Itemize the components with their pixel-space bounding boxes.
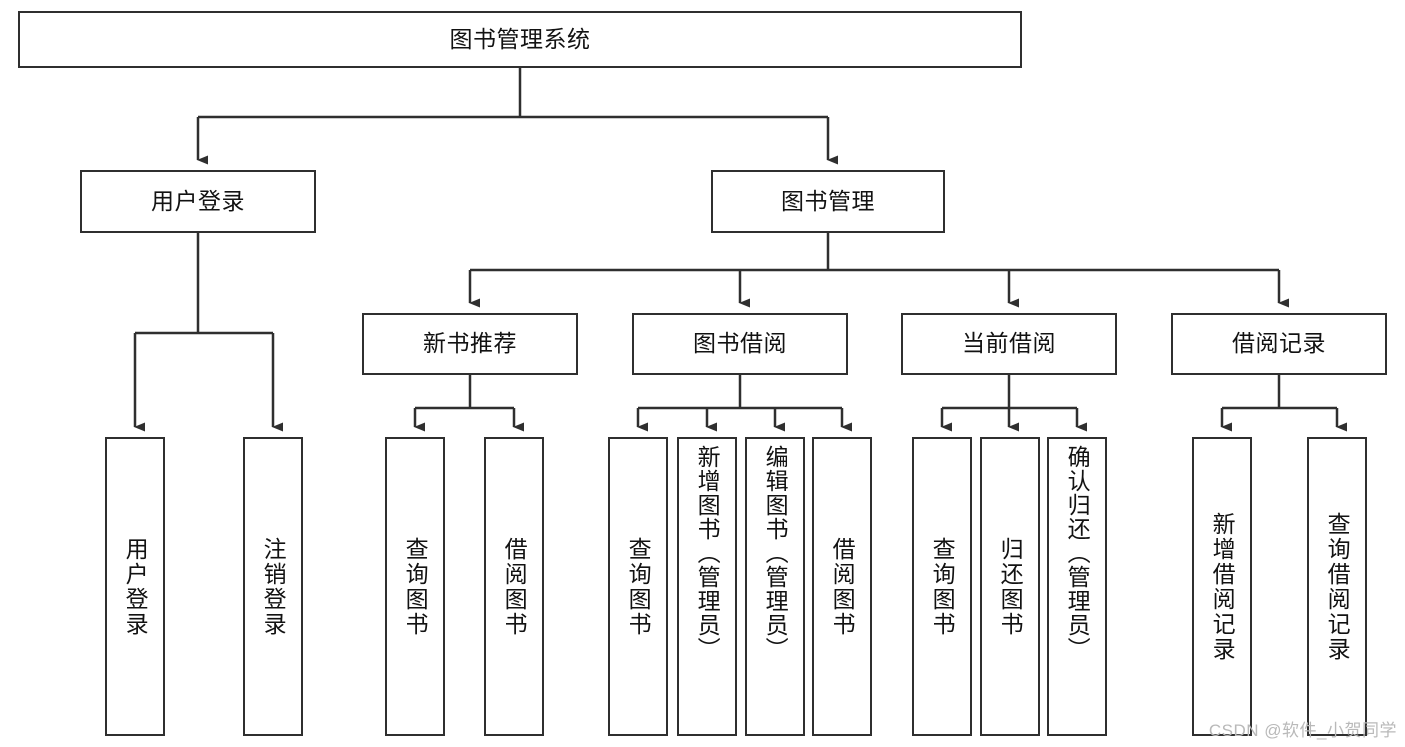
node-new-book-recommend-label: 新书推荐 xyxy=(423,330,517,357)
leaf-user-login[interactable]: 用户登录 xyxy=(105,437,165,736)
leaf-borrow-book-1[interactable]: 借阅图书 xyxy=(484,437,544,736)
node-borrow-record[interactable]: 借阅记录 xyxy=(1171,313,1387,375)
leaf-logout-login-label: 注销登录 xyxy=(260,536,287,637)
leaf-query-book-3[interactable]: 查询图书 xyxy=(912,437,972,736)
leaf-query-book-1[interactable]: 查询图书 xyxy=(385,437,445,736)
leaf-query-record[interactable]: 查询借阅记录 xyxy=(1307,437,1367,736)
leaf-return-book[interactable]: 归还图书 xyxy=(980,437,1040,736)
leaf-query-book-1-label: 查询图书 xyxy=(402,536,429,637)
leaf-borrow-book-1-label: 借阅图书 xyxy=(501,536,528,637)
node-book-manage-label: 图书管理 xyxy=(781,187,875,214)
leaf-add-record-label: 新增借阅记录 xyxy=(1209,511,1236,662)
leaf-edit-book-label: 编辑图书（管理员） xyxy=(762,445,789,661)
leaf-add-book-label: 新增图书（管理员） xyxy=(694,445,721,661)
node-new-book-recommend[interactable]: 新书推荐 xyxy=(362,313,578,375)
leaf-add-record[interactable]: 新增借阅记录 xyxy=(1192,437,1252,736)
leaf-query-book-2[interactable]: 查询图书 xyxy=(608,437,668,736)
node-book-manage[interactable]: 图书管理 xyxy=(711,170,945,233)
leaf-add-book[interactable]: 新增图书（管理员） xyxy=(677,437,737,736)
node-book-borrow[interactable]: 图书借阅 xyxy=(632,313,848,375)
leaf-confirm-return[interactable]: 确认归还（管理员） xyxy=(1047,437,1107,736)
leaf-user-login-label: 用户登录 xyxy=(122,536,149,637)
node-user-login-label: 用户登录 xyxy=(151,187,245,214)
leaf-confirm-return-label: 确认归还（管理员） xyxy=(1064,445,1091,661)
node-current-borrow-label: 当前借阅 xyxy=(962,330,1056,357)
node-user-login[interactable]: 用户登录 xyxy=(80,170,316,233)
leaf-borrow-book-2-label: 借阅图书 xyxy=(829,536,856,637)
leaf-query-book-2-label: 查询图书 xyxy=(625,536,652,637)
leaf-query-record-label: 查询借阅记录 xyxy=(1324,511,1351,662)
node-root-label: 图书管理系统 xyxy=(449,25,591,52)
node-current-borrow[interactable]: 当前借阅 xyxy=(901,313,1117,375)
leaf-logout-login[interactable]: 注销登录 xyxy=(243,437,303,736)
leaf-return-book-label: 归还图书 xyxy=(997,536,1024,637)
leaf-borrow-book-2[interactable]: 借阅图书 xyxy=(812,437,872,736)
node-borrow-record-label: 借阅记录 xyxy=(1232,330,1326,357)
leaf-query-book-3-label: 查询图书 xyxy=(929,536,956,637)
node-root[interactable]: 图书管理系统 xyxy=(18,11,1022,68)
leaf-edit-book[interactable]: 编辑图书（管理员） xyxy=(745,437,805,736)
node-book-borrow-label: 图书借阅 xyxy=(693,330,787,357)
